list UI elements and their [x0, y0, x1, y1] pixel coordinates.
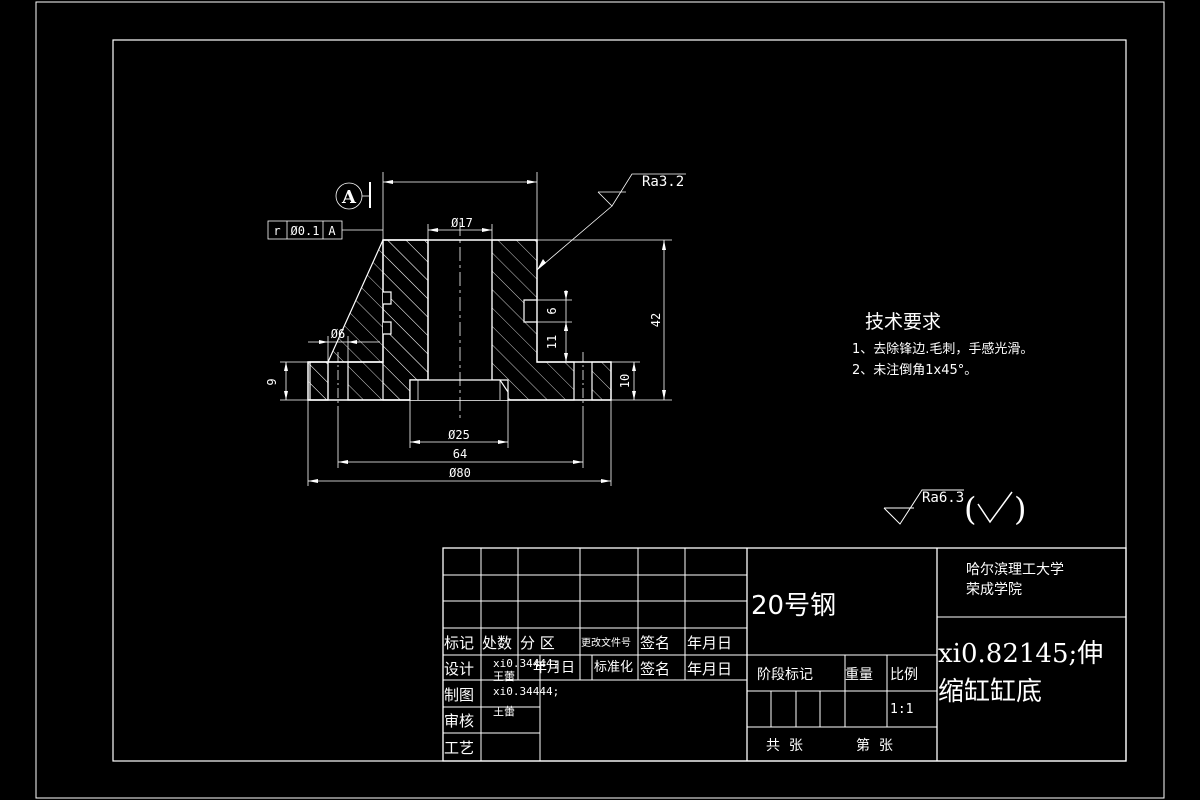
roughness-paren-open: (: [964, 490, 976, 528]
header-mark: 标记: [444, 634, 474, 652]
roughness-symbol-other: [883, 489, 1013, 525]
draw-code: xi0.34444;: [493, 685, 559, 698]
tolerance-symbol: r: [273, 224, 280, 238]
roughness-main: Ra3.2: [642, 174, 684, 190]
review-label: 审核: [444, 712, 474, 730]
header-zone: 分 区: [520, 634, 555, 652]
dim-h6: 6: [545, 307, 559, 314]
design-sign: 签名: [640, 660, 670, 678]
design-date: 年月日: [533, 660, 575, 676]
tolerance-datum: A: [328, 224, 336, 238]
roughness-paren-close: ): [1014, 490, 1026, 528]
drawing-name-line-2: 缩缸缸底: [938, 677, 1042, 707]
tech-req-title: 技术要求: [865, 311, 941, 333]
arrowheads: [284, 180, 666, 483]
design-code: xi0.34444;: [493, 657, 559, 670]
hatch-right-main: [491, 239, 575, 401]
dim-d25: Ø25: [448, 428, 470, 442]
design-std-label: 标准化: [594, 660, 633, 675]
draw-label: 制图: [444, 686, 474, 704]
dim-h42: 42: [649, 313, 663, 327]
scale-value: 1:1: [890, 702, 913, 717]
total-sheets: 共 张: [766, 738, 803, 754]
hatch-flange-right: [591, 361, 612, 401]
dim-l64: 64: [453, 447, 467, 461]
school-line-2: 荣成学院: [966, 582, 1022, 598]
hatch-flange-left: [307, 361, 329, 401]
stage-mark-label: 阶段标记: [757, 667, 813, 683]
material-label: 20号钢: [751, 591, 836, 621]
header-count: 处数: [482, 634, 512, 652]
draw-name: 王蕾: [493, 705, 515, 718]
scale-label: 比例: [890, 667, 918, 683]
tolerance-value: Ø0.1: [291, 224, 320, 238]
title-block-grid: [442, 547, 1127, 762]
header-change-doc: 更改文件号: [581, 636, 631, 649]
design-name: 王蕾: [493, 670, 515, 683]
part-section-view: [307, 222, 612, 420]
dim-h9: 9: [265, 378, 279, 385]
dim-d17: Ø17: [451, 216, 473, 230]
header-sign: 签名: [640, 634, 670, 652]
left-notch: [383, 291, 392, 335]
drawing-name-line-1: xi0.82145;伸: [938, 639, 1103, 669]
header-date: 年月日: [687, 634, 732, 652]
dim-h10: 10: [618, 374, 632, 388]
weight-label: 重量: [845, 667, 873, 683]
datum-label: A: [341, 187, 357, 208]
school-line-1: 哈尔滨理工大学: [966, 562, 1064, 578]
tech-req-item-1: 1、去除锋边.毛刺，手感光滑。: [852, 341, 1033, 357]
design-date2: 年月日: [687, 660, 732, 678]
outer-border: [35, 1, 1165, 799]
tech-req-item-2: 2、未注倒角1x45°。: [852, 363, 977, 378]
process-label: 工艺: [444, 739, 474, 757]
dim-d6: Ø6: [331, 327, 345, 341]
dim-d80: Ø80: [449, 466, 471, 480]
dim-h11: 11: [545, 335, 559, 349]
sheet-number: 第 张: [856, 737, 893, 754]
design-label: 设计: [444, 660, 474, 678]
roughness-other-value: Ra6.3: [922, 490, 964, 506]
